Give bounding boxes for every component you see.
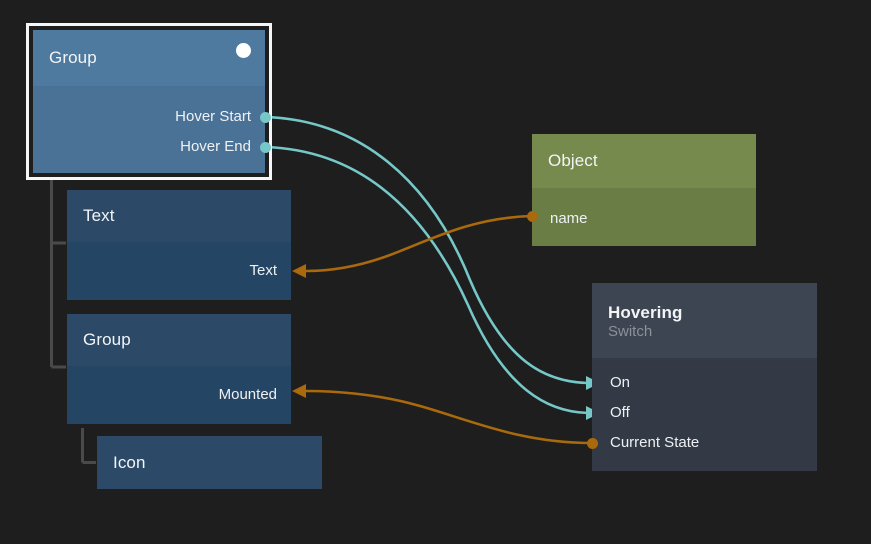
node-body: name: [532, 188, 756, 246]
port-label: Text: [249, 262, 277, 279]
port-row-name[interactable]: name: [550, 208, 588, 230]
port-label: name: [550, 210, 588, 227]
node-body: Mounted: [67, 366, 291, 424]
port-row-hover-start[interactable]: Hover Start: [175, 106, 251, 128]
node-header[interactable]: Group: [33, 30, 265, 86]
port-dot-current-state[interactable]: [586, 437, 598, 449]
node-header[interactable]: Hovering Switch: [592, 283, 817, 358]
node-body: On Off Current State: [592, 358, 817, 471]
arrowhead-mounted: [292, 384, 306, 398]
node-header[interactable]: Object: [532, 134, 756, 188]
node-group-child[interactable]: Group Mounted: [67, 314, 291, 424]
node-title: Hovering: [608, 302, 683, 322]
node-title: Group: [83, 330, 131, 349]
node-title: Icon: [113, 452, 146, 472]
port-row-text-out[interactable]: Text: [249, 260, 277, 282]
port-row-on[interactable]: On: [610, 372, 630, 394]
node-header[interactable]: Text: [67, 190, 291, 242]
node-body: Text: [67, 242, 291, 300]
port-dot-name[interactable]: [526, 210, 538, 222]
arrowhead-text: [292, 264, 306, 278]
port-label: On: [610, 374, 631, 391]
port-label: Mounted: [218, 386, 277, 403]
selected-dot-icon[interactable]: [236, 43, 251, 58]
node-header[interactable]: Icon: [97, 436, 322, 489]
wire-currentstate-mounted: [304, 389, 593, 445]
node-header[interactable]: Group: [67, 314, 291, 366]
port-dot-hover-start[interactable]: [259, 111, 271, 123]
wire-name-text: [304, 214, 533, 273]
port-row-off[interactable]: Off: [610, 402, 630, 424]
port-label: Current State: [610, 434, 700, 451]
port-row-hover-end[interactable]: Hover End: [180, 136, 251, 158]
node-title: Text: [83, 206, 115, 225]
port-dot-hover-end[interactable]: [259, 141, 271, 153]
node-object[interactable]: Object name: [526, 134, 756, 246]
port-label: Hover Start: [175, 108, 251, 125]
node-body: Hover Start Hover End: [33, 86, 265, 173]
node-text[interactable]: Text Text: [67, 190, 291, 300]
node-title: Object: [548, 151, 598, 170]
port-label: Off: [610, 404, 630, 421]
port-label: Hover End: [180, 138, 251, 155]
port-row-mounted[interactable]: Mounted: [219, 384, 277, 406]
port-row-current-state[interactable]: Current State: [610, 432, 699, 454]
node-title: Group: [49, 48, 97, 67]
node-group-root[interactable]: Group Hover Start Hover End: [26, 23, 272, 180]
node-icon[interactable]: Icon: [97, 436, 322, 489]
node-subtitle: Switch: [608, 322, 653, 340]
node-hovering[interactable]: Hovering Switch On Off Current State: [586, 283, 817, 471]
